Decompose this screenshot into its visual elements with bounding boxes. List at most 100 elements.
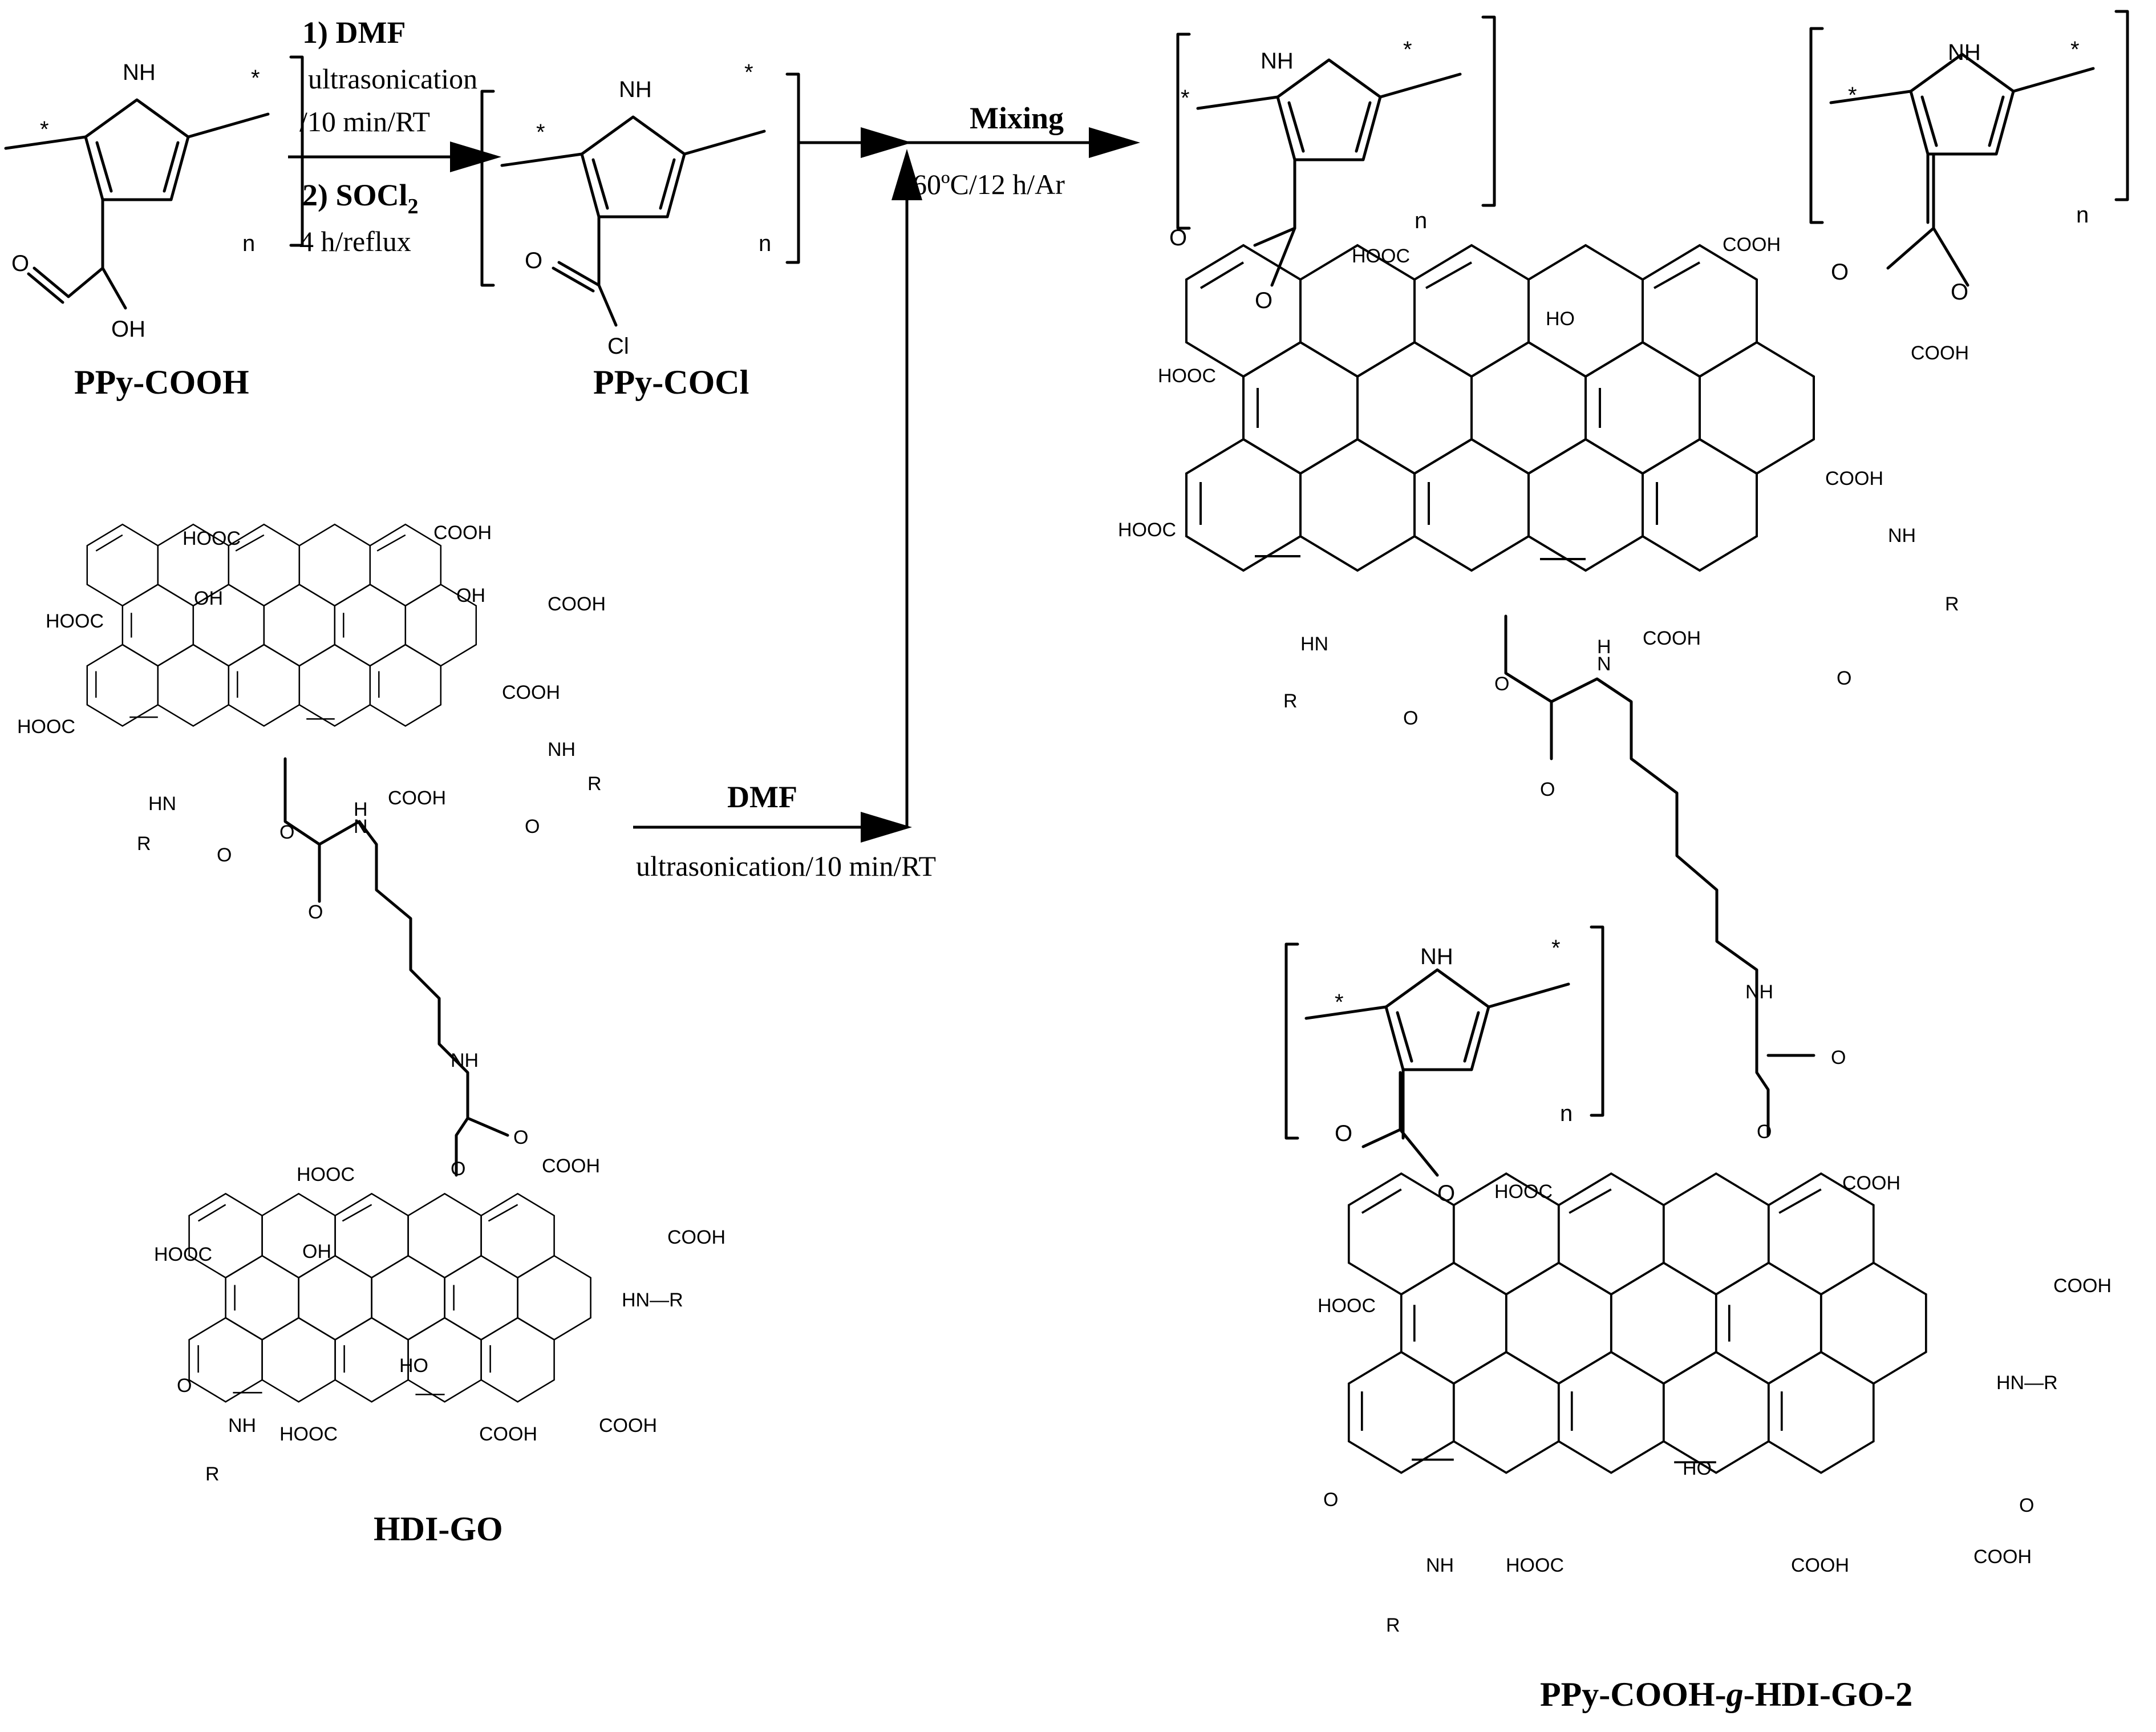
atom-o: O	[525, 248, 542, 273]
atom-o: O	[1494, 673, 1509, 695]
step1-line1: 1) DMF	[302, 15, 406, 50]
atom-cooh: COOH	[542, 1155, 600, 1177]
atom-nh: NH	[1888, 525, 1916, 547]
atom-oh: OH	[194, 588, 223, 609]
atom-hooc: HOOC	[279, 1423, 338, 1445]
atom-n: N	[354, 816, 368, 837]
atom-o: O	[1757, 1121, 1772, 1143]
atom-cooh: COOH	[388, 787, 446, 809]
label-product: PPy-COOH-g-HDI-GO-2	[1540, 1676, 1912, 1713]
atom-o: O	[1403, 707, 1418, 729]
atom-cooh: COOH	[599, 1415, 657, 1436]
product-structure: NH NH * * * * n n O O O O HOOC COOH COOH…	[1118, 11, 2127, 1636]
atom-o: O	[177, 1375, 192, 1397]
atom-star: *	[251, 66, 260, 91]
atom-nh: NH	[1420, 944, 1453, 969]
atom-hooc: HOOC	[154, 1244, 212, 1265]
atom-n: N	[1597, 653, 1611, 675]
atom-hooc: HOOC	[46, 610, 104, 632]
atom-r: R	[205, 1463, 220, 1485]
atom-cooh: COOH	[1825, 468, 1883, 489]
atom-oh: OH	[111, 317, 145, 342]
atom-o: O	[1323, 1489, 1338, 1511]
atom-cooh: COOH	[1643, 628, 1701, 649]
label-hdi-go: HDI-GO	[374, 1510, 503, 1548]
step1-line2: ultrasonication	[308, 63, 477, 95]
step1-line5: 4 h/reflux	[299, 225, 411, 257]
atom-cooh: COOH	[1791, 1555, 1849, 1576]
atom-hooc: HOOC	[1506, 1555, 1564, 1576]
atom-star: *	[40, 117, 49, 142]
atom-star: *	[1551, 936, 1561, 961]
atom-cooh: COOH	[1911, 342, 1969, 364]
atom-cooh: COOH	[479, 1423, 537, 1445]
atom-h: H	[1597, 636, 1611, 658]
atom-hooc: HOOC	[1118, 519, 1176, 541]
atom-hooc: HOOC	[1494, 1181, 1553, 1203]
atom-ho: HO	[1546, 308, 1575, 330]
atom-cooh: COOH	[1973, 1546, 2032, 1568]
atom-star: *	[744, 60, 753, 85]
atom-nh: NH	[1948, 40, 1981, 65]
atom-o: O	[1169, 225, 1187, 250]
atom-cooh: COOH	[1842, 1172, 1900, 1194]
atom-o: O	[217, 844, 232, 866]
atom-nh: NH	[123, 60, 156, 85]
atom-nh: NH	[619, 77, 652, 102]
atom-n: n	[242, 231, 255, 256]
atom-ho: HO	[1683, 1458, 1712, 1479]
step2-top: Mixing	[970, 101, 1064, 135]
atom-hn: HN	[1300, 633, 1328, 655]
atom-o: O	[1255, 288, 1272, 313]
atom-o: O	[1951, 280, 1968, 305]
atom-cl: Cl	[607, 334, 629, 359]
atom-n: n	[2076, 203, 2089, 228]
atom-cooh: COOH	[2053, 1275, 2112, 1297]
atom-cooh: COOH	[548, 593, 606, 615]
atom-star: *	[2070, 37, 2080, 62]
atom-cooh: COOH	[1723, 234, 1781, 256]
atom-nh-r: HN—R	[622, 1289, 683, 1311]
atom-cooh: COOH	[667, 1227, 726, 1248]
atom-o: O	[308, 901, 323, 923]
atom-o: O	[1837, 667, 1851, 689]
atom-o: O	[1540, 779, 1555, 800]
atom-oh: OH	[456, 585, 485, 606]
step3-top: DMF	[727, 780, 797, 814]
atom-nh: NH	[1745, 981, 1773, 1003]
atom-o: O	[1831, 1047, 1846, 1069]
atom-oh: OH	[302, 1241, 331, 1262]
atom-r: R	[137, 833, 151, 855]
atom-o: O	[279, 822, 294, 843]
atom-nh: NH	[548, 739, 576, 760]
step2-bottom: 60ºC/12 h/Ar	[913, 168, 1065, 200]
ppy-cooh-structure: NH O OH * * n	[0, 57, 302, 342]
atom-r: R	[1386, 1614, 1400, 1636]
atom-o: O	[2019, 1495, 2034, 1516]
atom-hooc: HOOC	[1352, 245, 1410, 267]
atom-hooc: HOOC	[1318, 1295, 1376, 1317]
atom-r: R	[1945, 593, 1959, 615]
label-ppy-cocl: PPy-COCl	[593, 363, 749, 401]
hdi-go-structure: HOOC HOOC COOH COOH COOH HOOC COOH NH R …	[17, 522, 726, 1485]
atom-o: O	[513, 1127, 528, 1148]
atom-star: *	[1181, 86, 1190, 111]
atom-nh: NH	[451, 1050, 479, 1071]
atom-o: O	[451, 1158, 465, 1180]
atom-r: R	[587, 773, 602, 795]
atom-o: O	[1831, 260, 1849, 285]
atom-star: *	[1403, 37, 1412, 62]
atom-star: *	[1335, 990, 1344, 1015]
atom-nh: NH	[1261, 48, 1294, 74]
atom-hooc: HOOC	[297, 1164, 355, 1185]
atom-ho: HO	[399, 1355, 428, 1377]
atom-h: H	[354, 799, 368, 820]
atom-o: O	[525, 816, 540, 837]
atom-cooh: COOH	[502, 682, 560, 703]
step3-bottom: ultrasonication/10 min/RT	[636, 850, 936, 882]
atom-o: O	[1437, 1181, 1455, 1206]
atom-hooc: HOOC	[183, 528, 241, 549]
atom-n: n	[1415, 208, 1427, 233]
atom-cooh: COOH	[433, 522, 492, 544]
